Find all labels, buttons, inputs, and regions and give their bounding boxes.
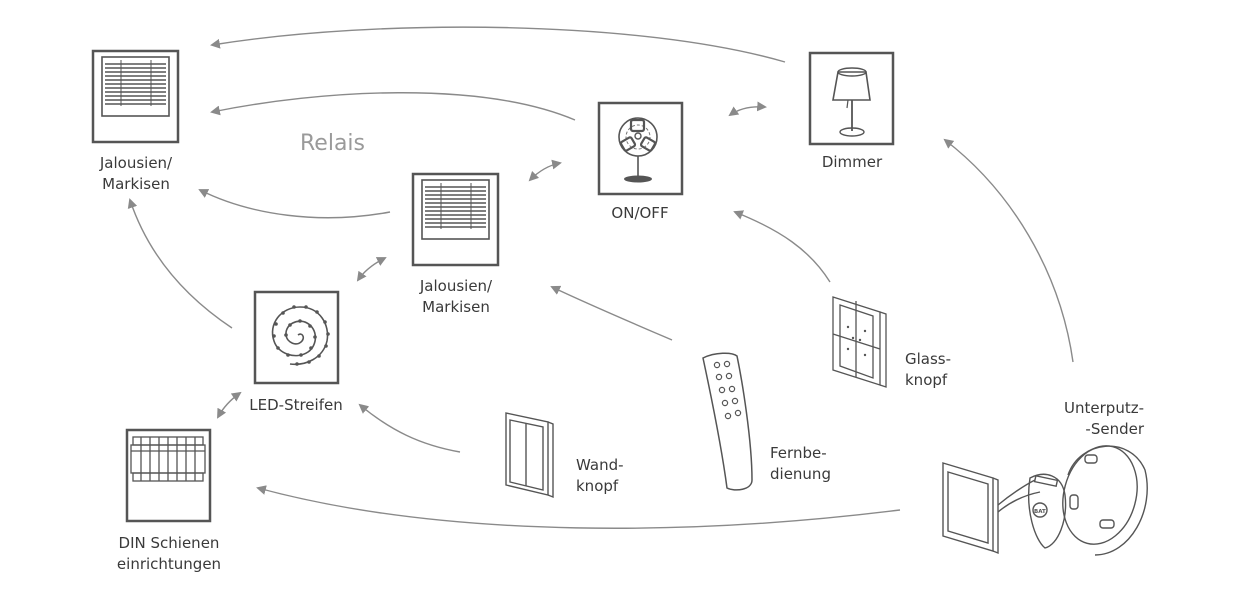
- relay-group-label: Relais: [300, 131, 366, 156]
- label-line: LED-Streifen: [249, 396, 343, 414]
- label-line: Wand-: [576, 456, 624, 474]
- arrow-din-led: [217, 391, 242, 419]
- din-label: DIN Schienen einrichtungen: [104, 533, 234, 575]
- wall-switch-icon: [505, 412, 554, 499]
- fan-icon: [597, 101, 684, 196]
- arrow-fernbedienung-to-jalousien-mid: [550, 285, 673, 341]
- flush-mounted-transmitter-icon: [942, 445, 1148, 556]
- led-label: LED-Streifen: [236, 395, 356, 416]
- led-strip-spiral-icon: [253, 290, 340, 385]
- on-off-device: [597, 101, 684, 196]
- label-line: einrichtungen: [116, 555, 222, 573]
- label-line: Jalousien/: [99, 154, 173, 172]
- fernbedienung-label: Fernbe- dienung: [770, 443, 831, 485]
- label-line: Fernbe-: [770, 444, 827, 462]
- label-line: Markisen: [422, 298, 490, 316]
- arrow-unterputz-to-din: [256, 485, 901, 529]
- unterputz-device: BAT: [942, 445, 1148, 556]
- label-line: knopf: [905, 371, 948, 389]
- arrow-dimmer-to-jalousien-top: [210, 26, 786, 63]
- label-line: DIN Schienen: [118, 534, 220, 552]
- arrow-jalousien-mid-to-jalousien-top: [198, 189, 391, 219]
- arrow-unterputz-to-dimmer: [943, 138, 1074, 363]
- label-line: Unterputz-: [1064, 399, 1144, 417]
- blinds-icon: [411, 172, 500, 267]
- unterputz-label: Unterputz- -Sender: [1030, 398, 1144, 440]
- lamp-icon: [808, 51, 895, 146]
- jalousien-top-label: Jalousien/ Markisen: [80, 153, 192, 195]
- glassknopf-device: [832, 296, 887, 388]
- bat-badge: BAT: [1034, 509, 1046, 515]
- label-line: Jalousien/: [419, 277, 493, 295]
- jalousien-top-device: [91, 49, 180, 144]
- jalousien-mid-device: [411, 172, 500, 267]
- led-device: [253, 290, 340, 385]
- wandknopf-label: Wand- knopf: [576, 455, 624, 497]
- label-line: Glass-: [905, 350, 952, 368]
- jalousien-mid-label: Jalousien/ Markisen: [400, 276, 512, 318]
- arrow-onoff-to-jalousien-top: [210, 92, 576, 121]
- label-line: knopf: [576, 477, 619, 495]
- arrow-led-to-jalousien-top: [127, 198, 233, 329]
- arrow-jalousien-mid-onoff: [528, 159, 562, 182]
- dimmer-device: [808, 51, 895, 146]
- blinds-icon: [91, 49, 180, 144]
- dimmer-label: Dimmer: [800, 152, 904, 173]
- arrow-led-jalousien-mid: [356, 257, 387, 282]
- arrow-wandknopf-to-led: [358, 403, 461, 453]
- din-device: [125, 428, 212, 523]
- label-line: ON/OFF: [611, 204, 669, 222]
- glass-switch-icon: [832, 296, 887, 388]
- label-line: -Sender: [1085, 420, 1144, 438]
- label-line: Markisen: [102, 175, 170, 193]
- glassknopf-label: Glass- knopf: [905, 349, 951, 391]
- wandknopf-device: [505, 412, 554, 499]
- remote-control-icon: [702, 352, 753, 491]
- din-rail-icon: [125, 428, 212, 523]
- on-off-label: ON/OFF: [590, 203, 690, 224]
- label-line: dienung: [770, 465, 831, 483]
- arrow-onoff-dimmer: [728, 101, 767, 117]
- label-line: Dimmer: [821, 153, 883, 171]
- fernbedienung-device: [702, 352, 753, 491]
- arrow-glassknopf-to-onoff: [733, 210, 831, 283]
